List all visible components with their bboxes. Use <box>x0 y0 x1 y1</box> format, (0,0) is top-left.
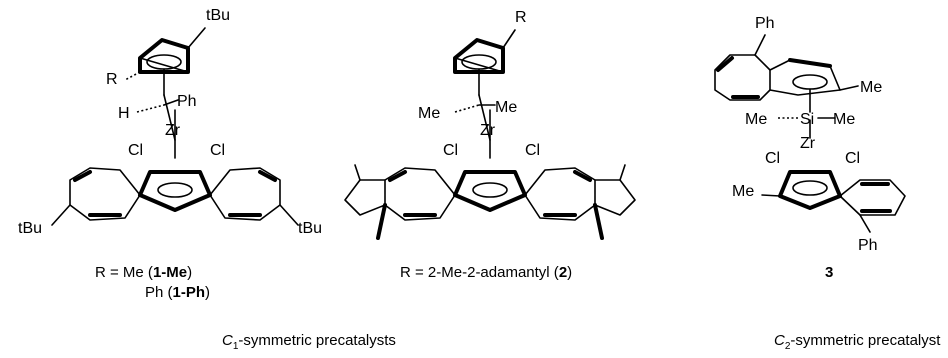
compound-3-atom-zr: Zr <box>800 135 816 152</box>
compound-2-structure: R Me Me Zr Cl Cl <box>344 9 636 240</box>
compound-2-fluorenyl <box>344 164 636 240</box>
compound-1-label-line2: Ph (1-Ph) <box>145 284 210 301</box>
compound-1-atom-tbu-top: tBu <box>206 7 230 24</box>
compound-2-label: R = 2-Me-2-adamantyl (2) <box>400 264 572 281</box>
compound-3-atom-ph-bottom: Ph <box>858 237 878 254</box>
compound-1-atom-ph: Ph <box>177 93 197 110</box>
compound-3-atom-me-bottom: Me <box>732 183 754 200</box>
compound-3-upper-indenyl <box>714 34 859 101</box>
compound-3-atom-cl-left: Cl <box>765 150 780 167</box>
compound-3-lower-indenyl <box>761 170 906 233</box>
compound-1-bridge <box>136 68 179 159</box>
caption-c2-symmetric: C2-symmetric precatalyst <box>774 332 941 352</box>
compound-1-label-line1: R = Me (1-Me) <box>95 264 192 281</box>
compound-2-atom-r: R <box>515 9 527 26</box>
compound-2-atom-me-left: Me <box>418 105 440 122</box>
compound-3-atom-me-si-right: Me <box>833 111 855 128</box>
compound-3-bridge <box>778 88 836 139</box>
compound-1-atom-r: R <box>106 71 118 88</box>
compound-2-atom-cl-right: Cl <box>525 142 540 159</box>
compound-3-atom-ph-top: Ph <box>755 15 775 32</box>
compound-1-atom-tbu-left: tBu <box>18 220 42 237</box>
compound-3-atom-me-si-left: Me <box>745 111 767 128</box>
compound-1-fluorenyl <box>51 167 299 226</box>
compound-2-atom-zr: Zr <box>480 122 496 139</box>
compound-1-cp-ring <box>124 27 206 81</box>
compound-3-label: 3 <box>825 264 833 281</box>
compound-1-atom-h: H <box>118 105 130 122</box>
compound-2-cp-ring <box>453 29 516 74</box>
compound-3-atom-si: Si <box>800 111 814 128</box>
compound-2-bridge <box>454 68 496 159</box>
compound-3-atom-me-top: Me <box>860 79 882 96</box>
compound-2-atom-me-right: Me <box>495 99 517 116</box>
compound-1-structure: tBu R H Ph Zr Cl Cl tBu tBu <box>18 7 322 237</box>
compound-1-atom-zr: Zr <box>165 122 181 139</box>
compound-2-atom-cl-left: Cl <box>443 142 458 159</box>
compound-1-atom-cl-left: Cl <box>128 142 143 159</box>
compound-1-atom-tbu-right: tBu <box>298 220 322 237</box>
compound-3-atom-cl-right: Cl <box>845 150 860 167</box>
compound-1-atom-cl-right: Cl <box>210 142 225 159</box>
caption-c1-symmetric: C1-symmetric precatalysts <box>222 332 396 352</box>
compound-3-structure: Ph Me Me Si Me Zr Cl Cl Me Ph <box>714 15 906 254</box>
